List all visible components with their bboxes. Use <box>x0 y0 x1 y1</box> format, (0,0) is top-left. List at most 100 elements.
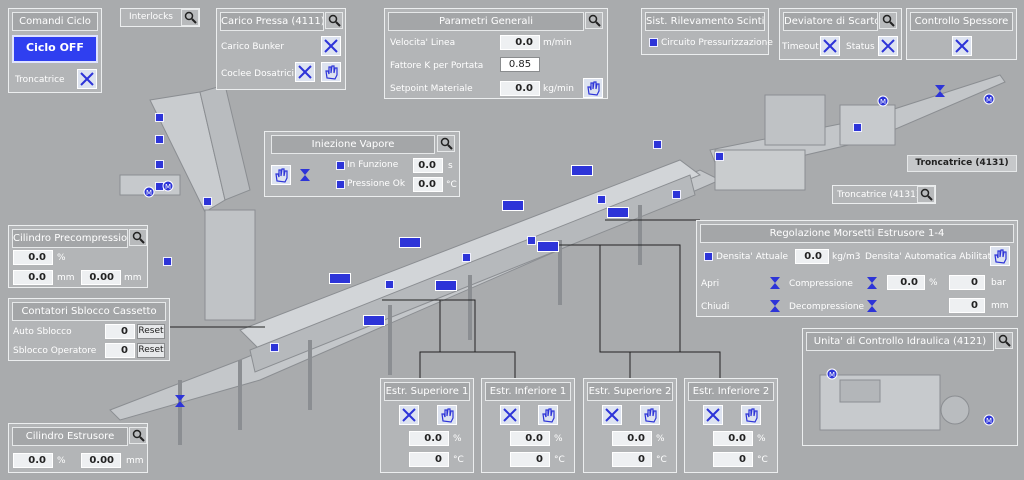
cil-precomp-pct: 0.0 <box>13 250 53 265</box>
hand-icon <box>325 65 338 80</box>
estr-inf1-x-button[interactable] <box>500 405 520 425</box>
interlocks-panel[interactable]: Interlocks <box>120 8 200 27</box>
compressione-label: Compressione <box>789 279 853 289</box>
scintille-panel: Sist. Rilevamento Scintille Circuito Pre… <box>641 8 773 55</box>
heater-wave-icon <box>329 273 351 284</box>
indicator-square <box>155 113 164 122</box>
cil-precomp-zoom-button[interactable] <box>129 229 147 246</box>
heater-wave-icon <box>502 200 524 211</box>
setpoint-hand-button[interactable] <box>583 78 603 98</box>
interlocks-zoom-button[interactable] <box>181 9 199 26</box>
estr-inf2-temp: 0 <box>713 452 753 467</box>
iniezione-zoom-button[interactable] <box>437 135 455 152</box>
x-mark-icon <box>823 39 837 53</box>
estr-sup1-pct: 0.0 <box>409 431 449 446</box>
svg-text:M: M <box>829 371 835 379</box>
x-mark-icon <box>80 72 94 86</box>
unita-zoom-button[interactable] <box>995 332 1013 349</box>
ciclo-off-button[interactable]: Ciclo OFF <box>12 35 98 63</box>
hand-icon <box>441 408 454 423</box>
indicator-square <box>527 236 536 245</box>
heater-wave-icon <box>571 165 593 176</box>
troncatrice-4131-label: Troncatrice (4131) <box>837 190 920 200</box>
estr-inf2-temp-unit: °C <box>757 455 768 465</box>
zoom-icon <box>328 14 341 27</box>
status-x-button[interactable] <box>878 36 898 56</box>
panel-title: Unita' di Controllo Idraulica (4121) <box>806 332 994 351</box>
svg-text:M: M <box>880 98 886 106</box>
estr-inf2-hand-button[interactable] <box>741 405 761 425</box>
cil-estrusore-zoom-button[interactable] <box>129 427 147 444</box>
x-mark-icon <box>881 39 895 53</box>
hand-icon <box>745 408 758 423</box>
motor-icon: M <box>983 93 995 105</box>
estr-sup2-pct-unit: % <box>656 434 665 444</box>
densita-auto-label: Densita' Automatica Abilitata <box>865 252 997 262</box>
estrattore-sup2-panel: Estr. Superiore 2 0.0 % 0 °C <box>583 378 677 473</box>
circuito-label: Circuito Pressurizzazione <box>661 38 773 48</box>
estr-sup1-temp-unit: °C <box>453 455 464 465</box>
troncatrice-zoom-button[interactable] <box>917 186 935 203</box>
funzione-label: In Funzione <box>347 160 399 170</box>
indicator-square <box>385 280 394 289</box>
auto-reset-button[interactable]: Reset <box>137 324 165 339</box>
densita-indicator <box>704 252 713 261</box>
timeout-x-button[interactable] <box>820 36 840 56</box>
zoom-icon <box>440 137 453 150</box>
estr-sup2-x-button[interactable] <box>602 405 622 425</box>
coclee-label: Coclee Dosatrici <box>221 69 294 79</box>
zoom-icon <box>998 334 1011 347</box>
x-mark-icon <box>605 408 619 422</box>
estr-sup2-hand-button[interactable] <box>640 405 660 425</box>
spessore-x-button[interactable] <box>952 36 972 56</box>
heater-wave-icon <box>435 280 457 291</box>
cil-precomp-pct-unit: % <box>57 253 66 263</box>
setpoint-unit: kg/min <box>543 84 574 94</box>
deviatore-zoom-button[interactable] <box>879 12 897 29</box>
carico-bunker-label: Carico Bunker <box>221 42 285 52</box>
estr-inf2-x-button[interactable] <box>703 405 723 425</box>
estr-sup1-x-button[interactable] <box>399 405 419 425</box>
hourglass-icon <box>867 300 877 312</box>
estrattore-inf1-panel: Estr. Inferiore 1 0.0 % 0 °C <box>481 378 575 473</box>
heater-wave-icon <box>363 315 385 326</box>
pressione-indicator <box>336 180 345 189</box>
motor-icon: M <box>983 414 995 426</box>
hand-icon <box>542 408 555 423</box>
chiudi-label: Chiudi <box>701 302 730 312</box>
fattore-input[interactable]: 0.85 <box>500 57 540 72</box>
carico-pressa-zoom-button[interactable] <box>325 12 343 29</box>
indicator-square <box>653 140 662 149</box>
hourglass-icon <box>867 277 877 289</box>
comandi-ciclo-panel: Comandi Ciclo Ciclo OFF Troncatrice <box>8 8 102 93</box>
cil-estrusore-panel: Cilindro Estrusore 0.0 % 0.00 mm <box>8 423 148 473</box>
coclee-x-button[interactable] <box>295 62 315 82</box>
panel-title: Sist. Rilevamento Scintille <box>645 12 765 31</box>
panel-title: Deviatore di Scarto <box>783 12 878 31</box>
densita-unit: kg/m3 <box>832 252 861 262</box>
zoom-icon <box>882 14 895 27</box>
estr-inf1-hand-button[interactable] <box>538 405 558 425</box>
troncatrice-x-button[interactable] <box>77 69 97 89</box>
panel-title: Regolazione Morsetti Estrusore 1-4 <box>700 224 1014 243</box>
troncatrice-4131-panel[interactable]: Troncatrice (4131) <box>832 185 936 204</box>
parametri-zoom-button[interactable] <box>585 12 603 29</box>
motor-icon: M <box>877 95 889 107</box>
densita-auto-hand-button[interactable] <box>990 246 1010 266</box>
compressione-unit: % <box>929 278 938 288</box>
svg-text:M: M <box>986 96 992 104</box>
heater-wave-icon <box>537 241 559 252</box>
zoom-icon <box>184 11 197 24</box>
coclee-hand-button[interactable] <box>321 62 341 82</box>
circuito-indicator <box>649 38 658 47</box>
carico-bunker-x-button[interactable] <box>321 36 341 56</box>
compressione-value: 0.0 <box>887 275 925 290</box>
oper-reset-button[interactable]: Reset <box>137 343 165 358</box>
mm-unit: mm <box>991 301 1009 311</box>
panel-title: Carico Pressa (4111) <box>220 12 324 31</box>
estr-sup1-hand-button[interactable] <box>437 405 457 425</box>
fattore-label: Fattore K per Portata <box>390 61 484 71</box>
estr-inf1-temp: 0 <box>510 452 550 467</box>
iniezione-hand-button[interactable] <box>271 165 291 185</box>
timeout-label: Timeout <box>782 42 819 52</box>
